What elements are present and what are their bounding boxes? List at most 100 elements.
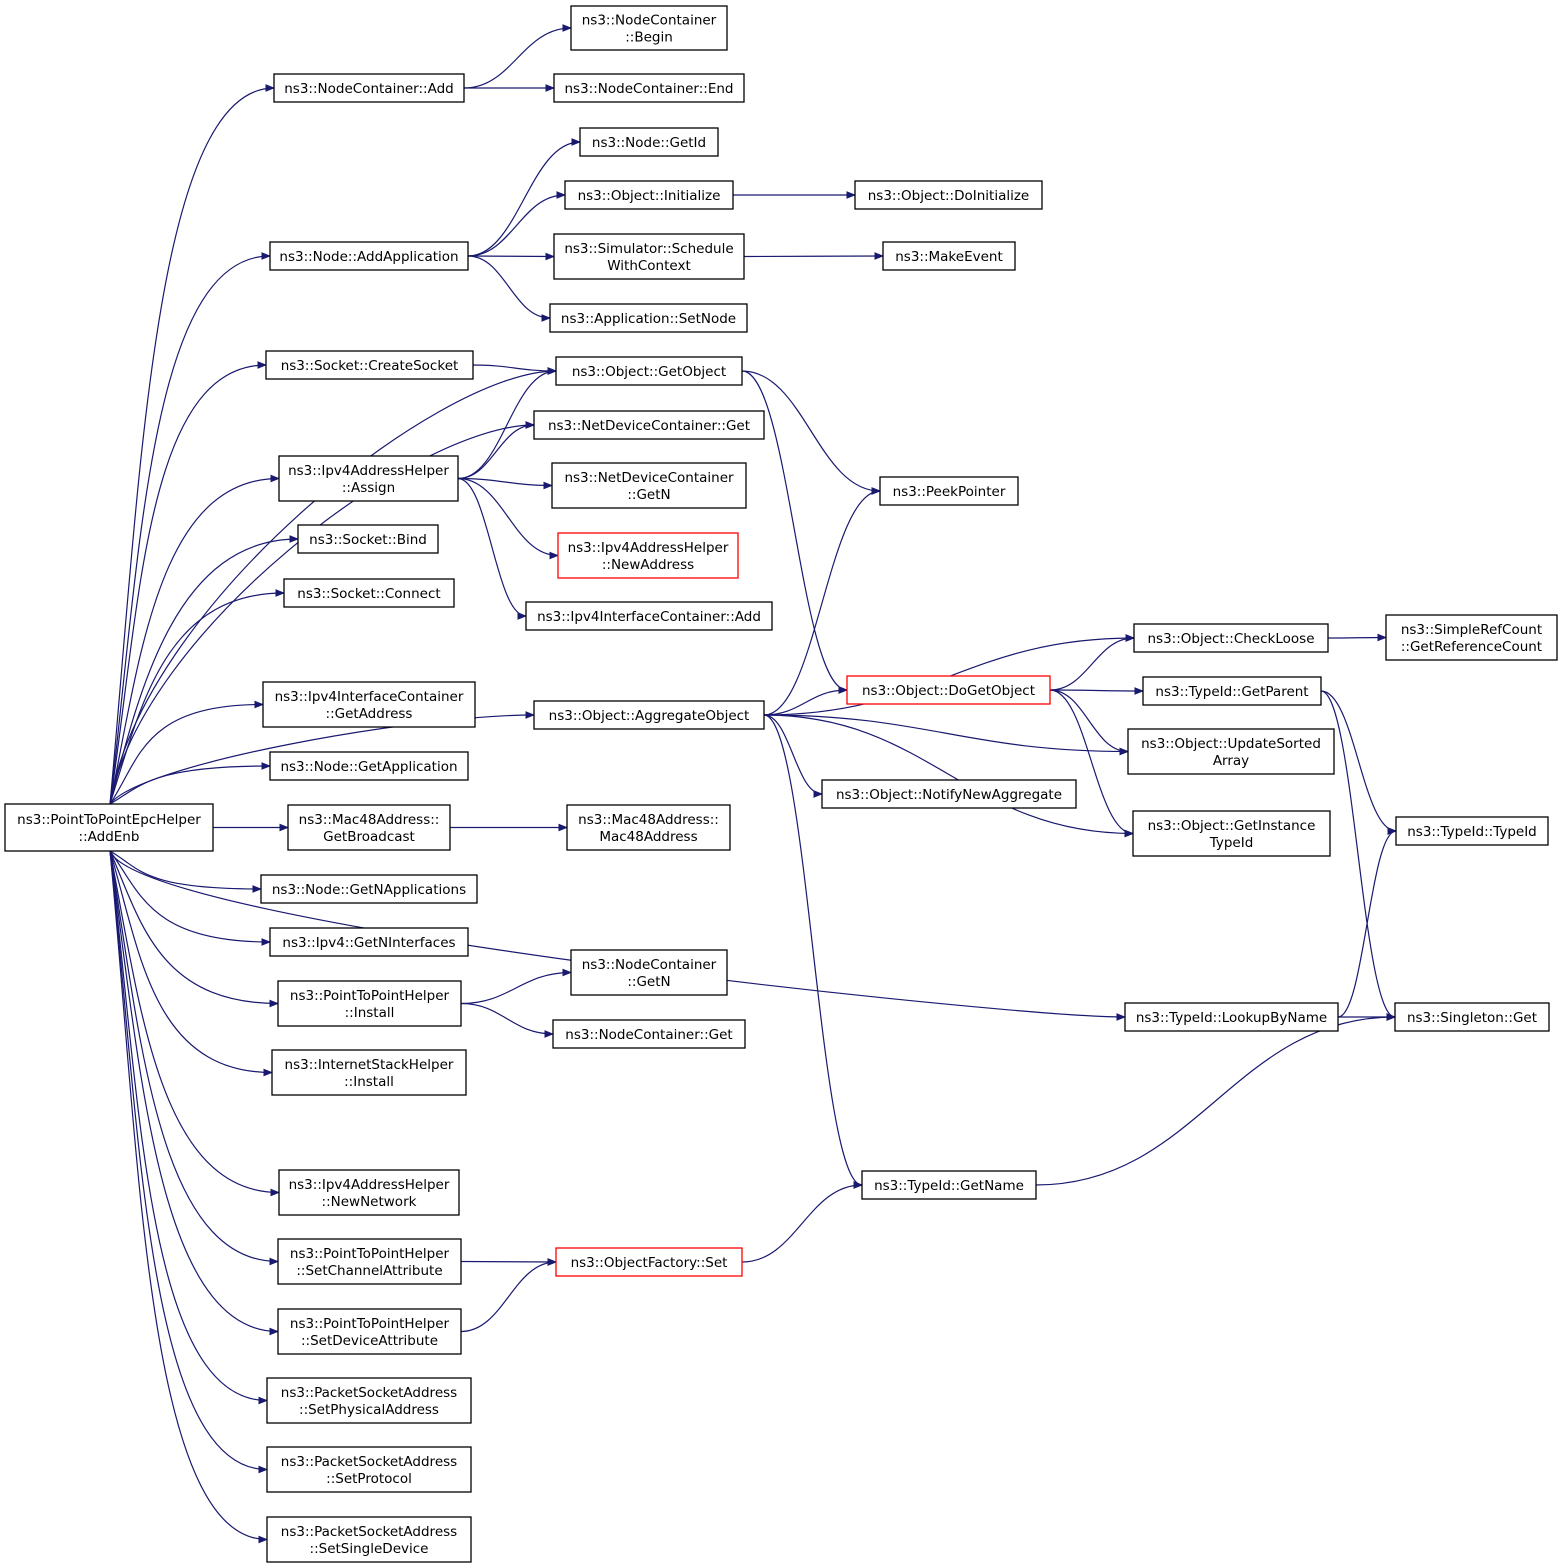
- node-box[interactable]: [277, 1238, 462, 1285]
- node-box[interactable]: [846, 675, 1051, 705]
- node-box[interactable]: [882, 241, 1016, 271]
- node-nc-add[interactable]: ns3::NodeContainer::Add: [273, 73, 465, 103]
- node-obj-doinit[interactable]: ns3::Object::DoInitialize: [854, 180, 1043, 210]
- node-ipv4ic-getaddr[interactable]: ns3::Ipv4InterfaceContainer::GetAddress: [262, 681, 476, 728]
- node-box[interactable]: [553, 73, 745, 103]
- node-obj-checkloose[interactable]: ns3::Object::CheckLoose: [1133, 623, 1329, 653]
- node-box[interactable]: [1394, 1002, 1550, 1032]
- node-box[interactable]: [570, 5, 728, 51]
- node-box[interactable]: [265, 350, 474, 380]
- node-box[interactable]: [533, 700, 765, 730]
- node-box[interactable]: [551, 462, 747, 509]
- node-box[interactable]: [555, 1247, 743, 1277]
- node-ipv4ah-assign[interactable]: ns3::Ipv4AddressHelper::Assign: [278, 455, 459, 502]
- node-box[interactable]: [287, 804, 451, 851]
- node-box[interactable]: [278, 455, 459, 502]
- node-box[interactable]: [821, 779, 1077, 809]
- node-makeevent[interactable]: ns3::MakeEvent: [882, 241, 1016, 271]
- node-sock-connect[interactable]: ns3::Socket::Connect: [283, 578, 455, 608]
- node-p2p-setchan[interactable]: ns3::PointToPointHelper::SetChannelAttri…: [277, 1238, 462, 1285]
- node-box[interactable]: [570, 949, 728, 996]
- node-box[interactable]: [1124, 1002, 1339, 1032]
- node-node-getapp[interactable]: ns3::Node::GetApplication: [269, 751, 469, 781]
- node-box[interactable]: [552, 1019, 746, 1049]
- node-typeid-getparent[interactable]: ns3::TypeId::GetParent: [1142, 676, 1322, 706]
- node-box[interactable]: [579, 127, 719, 157]
- node-box[interactable]: [1127, 728, 1335, 775]
- node-box[interactable]: [1133, 623, 1329, 653]
- node-ipv4ic-add[interactable]: ns3::Ipv4InterfaceContainer::Add: [525, 601, 773, 631]
- node-box[interactable]: [525, 601, 773, 631]
- node-box[interactable]: [861, 1170, 1037, 1200]
- node-singleton-get[interactable]: ns3::Singleton::Get: [1394, 1002, 1550, 1032]
- node-app-setnode[interactable]: ns3::Application::SetNode: [549, 303, 748, 333]
- node-box[interactable]: [1385, 614, 1558, 661]
- node-obj-init[interactable]: ns3::Object::Initialize: [564, 180, 734, 210]
- node-nc-begin[interactable]: ns3::NodeContainer::Begin: [570, 5, 728, 51]
- node-typeid-lookup[interactable]: ns3::TypeId::LookupByName: [1124, 1002, 1339, 1032]
- node-box[interactable]: [564, 180, 734, 210]
- node-root[interactable]: ns3::PointToPointEpcHelper::AddEnb: [4, 803, 214, 852]
- node-box[interactable]: [1395, 816, 1549, 846]
- node-box[interactable]: [283, 578, 455, 608]
- node-node-getid[interactable]: ns3::Node::GetId: [579, 127, 719, 157]
- node-psa-setsingle[interactable]: ns3::PacketSocketAddress::SetSingleDevic…: [266, 1516, 472, 1563]
- node-box[interactable]: [4, 803, 214, 852]
- node-box[interactable]: [1132, 810, 1331, 857]
- node-objfactory-set[interactable]: ns3::ObjectFactory::Set: [555, 1247, 743, 1277]
- node-ipv4ah-newnet[interactable]: ns3::Ipv4AddressHelper::NewNetwork: [278, 1169, 460, 1216]
- node-box[interactable]: [533, 410, 765, 440]
- node-sock-create[interactable]: ns3::Socket::CreateSocket: [265, 350, 474, 380]
- node-box[interactable]: [269, 241, 469, 271]
- node-box[interactable]: [273, 73, 465, 103]
- node-box[interactable]: [555, 356, 743, 386]
- node-psa-setphys[interactable]: ns3::PacketSocketAddress::SetPhysicalAdd…: [266, 1377, 472, 1424]
- node-box[interactable]: [266, 1516, 472, 1563]
- node-typeid-typeid[interactable]: ns3::TypeId::TypeId: [1395, 816, 1549, 846]
- node-box[interactable]: [277, 980, 462, 1027]
- node-box[interactable]: [266, 1446, 472, 1493]
- node-nc-get[interactable]: ns3::NodeContainer::Get: [552, 1019, 746, 1049]
- node-box[interactable]: [269, 927, 469, 957]
- node-box[interactable]: [262, 681, 476, 728]
- node-box[interactable]: [557, 532, 739, 579]
- node-node-getnapps[interactable]: ns3::Node::GetNApplications: [260, 874, 478, 904]
- node-ndc-get[interactable]: ns3::NetDeviceContainer::Get: [533, 410, 765, 440]
- node-mac48-ctor[interactable]: ns3::Mac48Address::Mac48Address: [566, 804, 731, 851]
- node-ipv4ah-newaddr[interactable]: ns3::Ipv4AddressHelper::NewAddress: [557, 532, 739, 579]
- node-box[interactable]: [297, 524, 439, 554]
- node-box[interactable]: [277, 1308, 462, 1355]
- node-box[interactable]: [879, 476, 1019, 506]
- node-obj-getobj[interactable]: ns3::Object::GetObject: [555, 356, 743, 386]
- node-psa-setproto[interactable]: ns3::PacketSocketAddress::SetProtocol: [266, 1446, 472, 1493]
- node-box[interactable]: [553, 233, 745, 280]
- node-nc-end[interactable]: ns3::NodeContainer::End: [553, 73, 745, 103]
- node-ndc-getn[interactable]: ns3::NetDeviceContainer::GetN: [551, 462, 747, 509]
- node-ipv4-getnif[interactable]: ns3::Ipv4::GetNInterfaces: [269, 927, 469, 957]
- node-box[interactable]: [854, 180, 1043, 210]
- node-peekptr[interactable]: ns3::PeekPointer: [879, 476, 1019, 506]
- node-box[interactable]: [260, 874, 478, 904]
- node-node-addapp[interactable]: ns3::Node::AddApplication: [269, 241, 469, 271]
- node-typeid-getname[interactable]: ns3::TypeId::GetName: [861, 1170, 1037, 1200]
- node-sock-bind[interactable]: ns3::Socket::Bind: [297, 524, 439, 554]
- node-box[interactable]: [1142, 676, 1322, 706]
- node-box[interactable]: [269, 751, 469, 781]
- node-box[interactable]: [566, 804, 731, 851]
- node-obj-dogetobj[interactable]: ns3::Object::DoGetObject: [846, 675, 1051, 705]
- node-srefcount[interactable]: ns3::SimpleRefCount::GetReferenceCount: [1385, 614, 1558, 661]
- node-obj-aggregate[interactable]: ns3::Object::AggregateObject: [533, 700, 765, 730]
- node-nc-getn[interactable]: ns3::NodeContainer::GetN: [570, 949, 728, 996]
- node-box[interactable]: [271, 1049, 467, 1096]
- node-box[interactable]: [549, 303, 748, 333]
- node-box[interactable]: [266, 1377, 472, 1424]
- node-p2p-setdev[interactable]: ns3::PointToPointHelper::SetDeviceAttrib…: [277, 1308, 462, 1355]
- node-obj-notify[interactable]: ns3::Object::NotifyNewAggregate: [821, 779, 1077, 809]
- node-p2p-install[interactable]: ns3::PointToPointHelper::Install: [277, 980, 462, 1027]
- node-mac48-getbc[interactable]: ns3::Mac48Address::GetBroadcast: [287, 804, 451, 851]
- node-box[interactable]: [278, 1169, 460, 1216]
- node-ish-install[interactable]: ns3::InternetStackHelper::Install: [271, 1049, 467, 1096]
